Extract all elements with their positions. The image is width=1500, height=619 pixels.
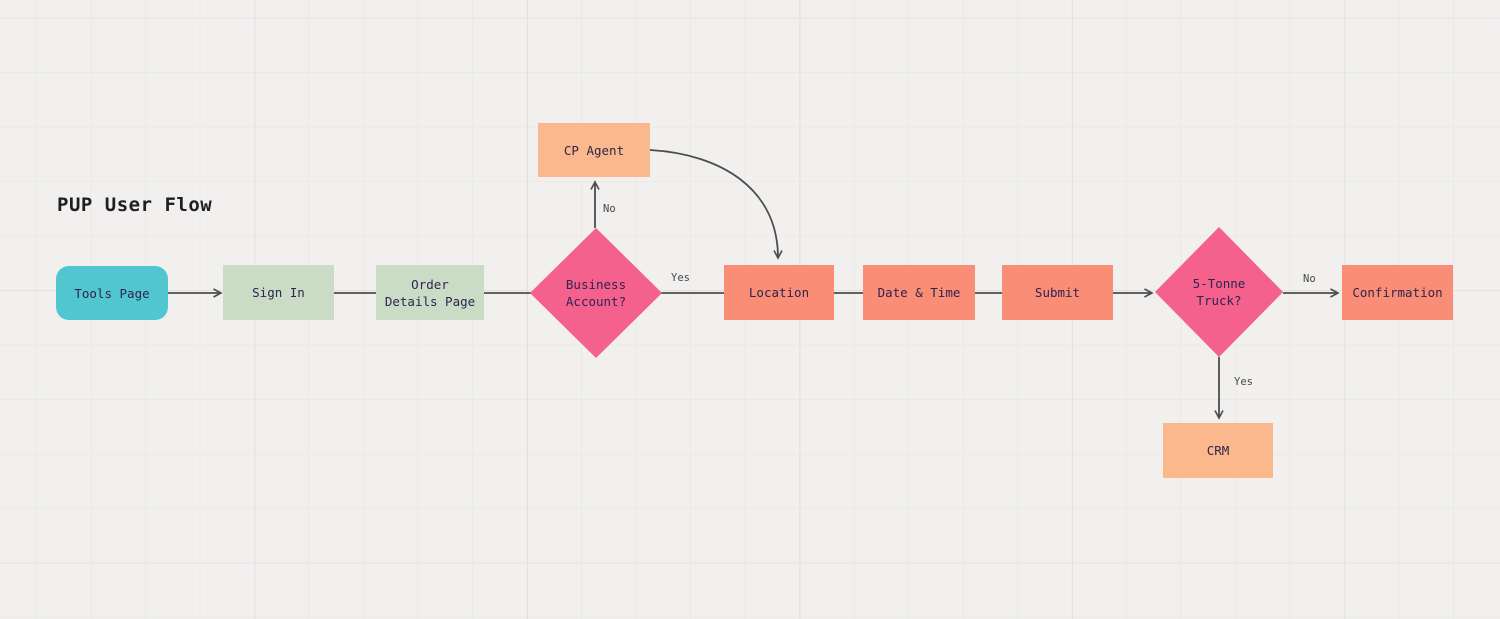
edge-label-yes-crm[interactable]: Yes xyxy=(1234,376,1253,388)
node-label: Order Details Page xyxy=(384,276,476,309)
node-tools-page[interactable]: Tools Page xyxy=(56,266,168,320)
node-confirmation[interactable]: Confirmation xyxy=(1342,265,1453,320)
node-label: CP Agent xyxy=(563,142,625,158)
node-crm[interactable]: CRM xyxy=(1163,423,1273,478)
edge-label-yes-location[interactable]: Yes xyxy=(671,272,690,284)
node-label: Location xyxy=(748,285,810,300)
node-five-tonne-truck[interactable]: 5-Tonne Truck? xyxy=(1155,227,1283,357)
node-label: Confirmation xyxy=(1352,285,1443,300)
node-submit[interactable]: Submit xyxy=(1002,265,1113,320)
node-label: Tools Page xyxy=(74,285,150,301)
edge-label-no-confirmation[interactable]: No xyxy=(1303,273,1316,285)
node-label: Sign In xyxy=(252,285,305,300)
node-sign-in[interactable]: Sign In xyxy=(223,265,334,320)
node-label: 5-Tonne Truck? xyxy=(1192,276,1246,308)
node-label: Submit xyxy=(1034,285,1081,300)
node-location[interactable]: Location xyxy=(724,265,834,320)
node-label: Business Account? xyxy=(565,277,627,309)
edge-cp-agent-to-location[interactable] xyxy=(649,149,783,260)
node-cp-agent[interactable]: CP Agent xyxy=(538,123,650,177)
node-order-details-page[interactable]: Order Details Page xyxy=(376,265,484,320)
edge-label-no-cp-agent[interactable]: No xyxy=(603,203,616,215)
node-label: CRM xyxy=(1206,443,1230,458)
page-title[interactable]: PUP User Flow xyxy=(57,194,213,216)
node-label: Date & Time xyxy=(877,285,961,300)
node-date-time[interactable]: Date & Time xyxy=(863,265,975,320)
node-business-account[interactable]: Business Account? xyxy=(530,228,662,358)
